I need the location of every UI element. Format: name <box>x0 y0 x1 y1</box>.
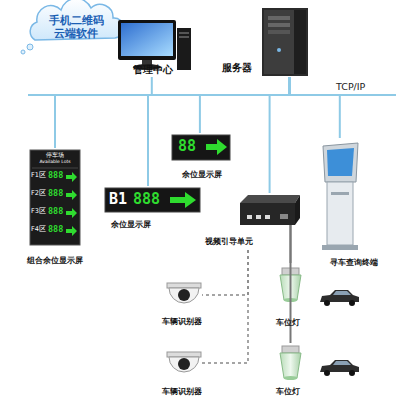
node-text: 888 <box>133 190 173 208</box>
network-connector <box>270 77 290 193</box>
network-connector <box>200 77 290 133</box>
node-text: 888 <box>48 188 68 198</box>
node-text: B1 <box>109 190 133 208</box>
dashed-connector <box>202 250 248 363</box>
network-connector <box>152 77 290 95</box>
device-node: 88余位显示屏 <box>172 133 234 183</box>
device-node: 车位灯 <box>268 343 313 398</box>
node-text: 服务器 <box>222 62 262 74</box>
node-text: 车辆识别器 <box>162 317 217 327</box>
node-text: 余位显示屏 <box>182 170 242 180</box>
node-text: 停车场 <box>30 151 80 158</box>
device-node: 车辆识别器 <box>160 280 215 328</box>
node-text: 手机二维码 云端软件 <box>45 14 107 40</box>
node-text: Available Lots <box>30 159 80 164</box>
node-text: 88 <box>178 137 208 155</box>
network-connector <box>290 77 340 138</box>
dashed-connector <box>202 250 248 295</box>
device-node: 寻车查询终端 <box>315 138 390 273</box>
device-node: 视频引导单元 <box>205 193 300 250</box>
device-node: 服务器 <box>222 5 312 77</box>
node-text: 车位灯 <box>276 387 316 397</box>
node-text: 888 <box>48 170 68 180</box>
network-connector <box>55 77 290 148</box>
node-text: 888 <box>48 224 68 234</box>
node-text: 视频引导单元 <box>205 237 267 247</box>
device-node: B1888 余位显示屏 <box>105 186 205 234</box>
node-text: 车辆识别器 <box>162 387 217 397</box>
network-connector <box>148 77 290 186</box>
network-label: TCP/IP <box>336 81 365 92</box>
node-text: 管理中心 <box>123 64 183 76</box>
device-node: 车辆识别器 <box>160 348 215 398</box>
device-node: 停车场Available LotsF1区888F2区888F3区888F4区88… <box>25 148 105 270</box>
node-text: 组合余位显示屏 <box>27 256 107 266</box>
device-node: 管理中心 <box>105 15 195 77</box>
node-text: 888 <box>48 206 68 216</box>
node-text: 车位灯 <box>276 318 316 328</box>
device-node: 手机二维码 云端软件 <box>22 5 132 50</box>
node-text: 寻车查询终端 <box>319 258 389 268</box>
device-node: 车位灯 <box>268 263 313 328</box>
node-text: 余位显示屏 <box>111 220 181 230</box>
